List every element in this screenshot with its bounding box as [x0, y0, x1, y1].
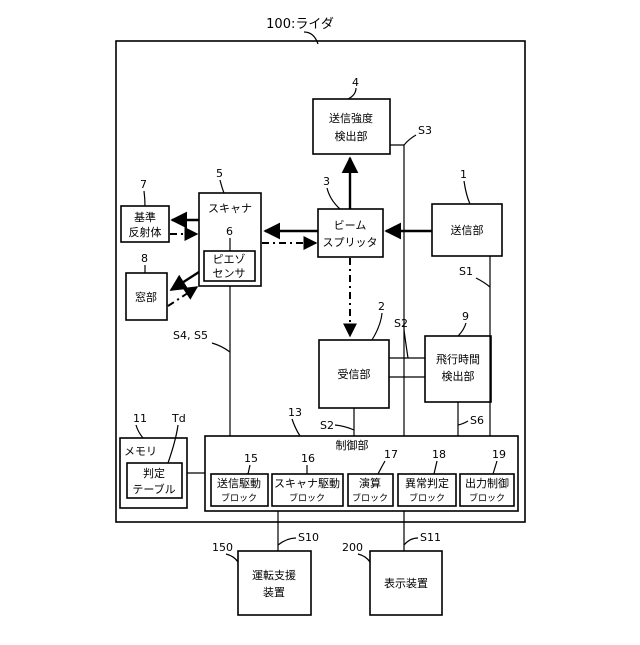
- signal-s10-label: S10: [298, 531, 319, 544]
- block-7-label-line2: 反射体: [129, 225, 162, 239]
- block-7-label-line1: 基準: [134, 210, 156, 224]
- block-17-label-line2: ブロック: [352, 492, 388, 504]
- signal-s1-label: S1: [459, 265, 473, 278]
- signal-s2-lower-label: S2: [320, 419, 334, 432]
- block-5-label: スキャナ: [208, 202, 252, 215]
- block-3-number: 3: [323, 175, 330, 188]
- block-7-number: 7: [140, 178, 147, 191]
- block-13-label: 制御部: [336, 438, 369, 452]
- block-4-label-line2: 検出部: [335, 129, 368, 143]
- block-5-number: 5: [216, 167, 223, 180]
- signal-s6-label: S6: [470, 414, 484, 427]
- block-4-label-line1: 送信強度: [329, 111, 373, 125]
- block-13-number: 13: [288, 406, 302, 419]
- block-11-label: メモリ: [124, 445, 157, 458]
- block-16-label-line2: ブロック: [289, 492, 325, 504]
- block-11-number: 11: [133, 412, 147, 425]
- block-8-number: 8: [141, 252, 148, 265]
- block-1-label: 送信部: [451, 223, 484, 237]
- block-18-label-line1: 異常判定: [405, 476, 449, 490]
- block-19-number: 19: [492, 448, 506, 461]
- block-9-label-line2: 検出部: [442, 369, 475, 383]
- block-2-label: 受信部: [338, 367, 371, 381]
- block-150-label-line2: 装置: [263, 586, 285, 599]
- block-6-label-line1: ピエゾ: [213, 253, 246, 266]
- block-200-label: 表示装置: [384, 576, 428, 590]
- block-19-label-line1: 出力制御: [465, 476, 509, 490]
- block-2-number: 2: [378, 300, 385, 313]
- block-150-label-line1: 運転支援: [252, 568, 296, 582]
- block-200-number: 200: [342, 541, 363, 554]
- block-18-label-line2: ブロック: [409, 492, 445, 504]
- block-6-label-line2: センサ: [213, 267, 246, 280]
- signal-s3-label: S3: [418, 124, 432, 137]
- signal-s11-label: S11: [420, 531, 441, 544]
- block-18-number: 18: [432, 448, 446, 461]
- block-17-label-line1: 演算: [359, 476, 381, 490]
- block-17-number: 17: [384, 448, 398, 461]
- block-beam-splitter: [318, 209, 383, 257]
- table-label-line2: テーブル: [132, 482, 175, 496]
- table-label-line1: 判定: [143, 466, 165, 480]
- block-6-number: 6: [226, 225, 233, 238]
- block-9-number: 9: [462, 310, 469, 323]
- block-16-label-line1: スキャナ駆動: [274, 476, 340, 490]
- block-19-label-line2: ブロック: [469, 492, 505, 504]
- block-15-number: 15: [244, 452, 258, 465]
- block-150-number: 150: [212, 541, 233, 554]
- block-8-label: 窓部: [135, 290, 157, 304]
- block-9-label-line1: 飛行時間: [436, 353, 480, 366]
- table-ref-label: Td: [171, 412, 186, 425]
- block-transmit-intensity-detector: [313, 99, 390, 154]
- block-3-label-line1: ビーム: [334, 219, 367, 232]
- block-15-label-line2: ブロック: [221, 492, 257, 504]
- block-1-number: 1: [460, 168, 467, 181]
- signal-s2-upper-label: S2: [394, 317, 408, 330]
- block-15-label-line1: 送信駆動: [217, 476, 261, 490]
- signal-s4-s5-label: S4, S5: [173, 329, 208, 342]
- block-4-number: 4: [352, 76, 359, 89]
- lidar-title: 100:ライダ: [266, 17, 334, 32]
- block-16-number: 16: [301, 452, 315, 465]
- block-time-of-flight-detector: [425, 336, 491, 402]
- block-driving-support: [238, 551, 311, 615]
- block-3-label-line2: スプリッタ: [323, 236, 378, 249]
